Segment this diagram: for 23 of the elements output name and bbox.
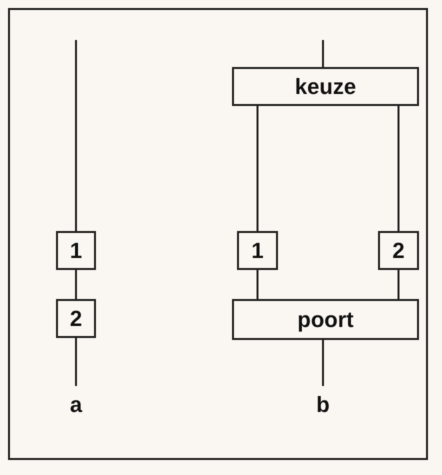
connector-line	[75, 270, 77, 299]
process-box	[56, 231, 96, 270]
box-label: 1	[251, 238, 264, 264]
connector-line	[75, 338, 77, 386]
process-box	[232, 67, 419, 106]
connector-line	[322, 40, 324, 67]
process-box	[232, 299, 419, 340]
process-box	[378, 231, 419, 270]
connector-line	[75, 40, 77, 231]
box-label: poort	[297, 306, 354, 332]
box-label: 2	[392, 238, 405, 264]
panel-label: b	[315, 392, 331, 418]
box-label: 2	[70, 306, 82, 332]
connector-line	[256, 270, 258, 299]
box-label: keuze	[294, 74, 356, 100]
panel-label: a	[68, 392, 84, 418]
box-label: 1	[70, 238, 82, 264]
process-box	[237, 231, 278, 270]
connector-line	[322, 340, 324, 386]
connector-line	[398, 270, 400, 299]
connector-line	[256, 106, 258, 231]
process-box	[56, 299, 96, 338]
connector-line	[398, 106, 400, 231]
